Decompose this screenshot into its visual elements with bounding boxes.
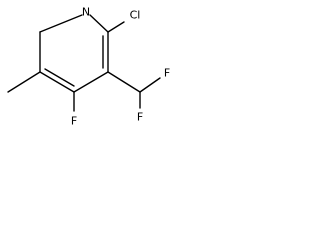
bond-ring-c3-c4 xyxy=(73,71,109,93)
atom-label-fluorine-cf2-top: F xyxy=(164,67,170,80)
bond-ring-c4-c5-inner xyxy=(44,68,75,87)
bonds xyxy=(7,14,161,112)
atom-label-fluorine-cf2-bottom: F xyxy=(137,111,143,124)
bond-c2-cl xyxy=(107,21,125,33)
atom-label-nitrogen: N xyxy=(82,6,90,19)
bond-c5-methyl xyxy=(7,71,41,93)
bond-c3-cf2 xyxy=(107,71,141,93)
bond-ring-n1-c2 xyxy=(89,14,109,33)
structure-diagram: N Cl F F F xyxy=(7,6,170,128)
bond-ring-c6-n1 xyxy=(39,14,83,33)
atom-label-chlorine: Cl xyxy=(130,9,141,22)
atom-label-fluorine-ring: F xyxy=(71,115,77,128)
bond-cf2-f-top xyxy=(139,77,161,93)
atom-labels: N Cl F F F xyxy=(71,6,170,128)
bond-ring-c4-c5 xyxy=(39,71,75,93)
